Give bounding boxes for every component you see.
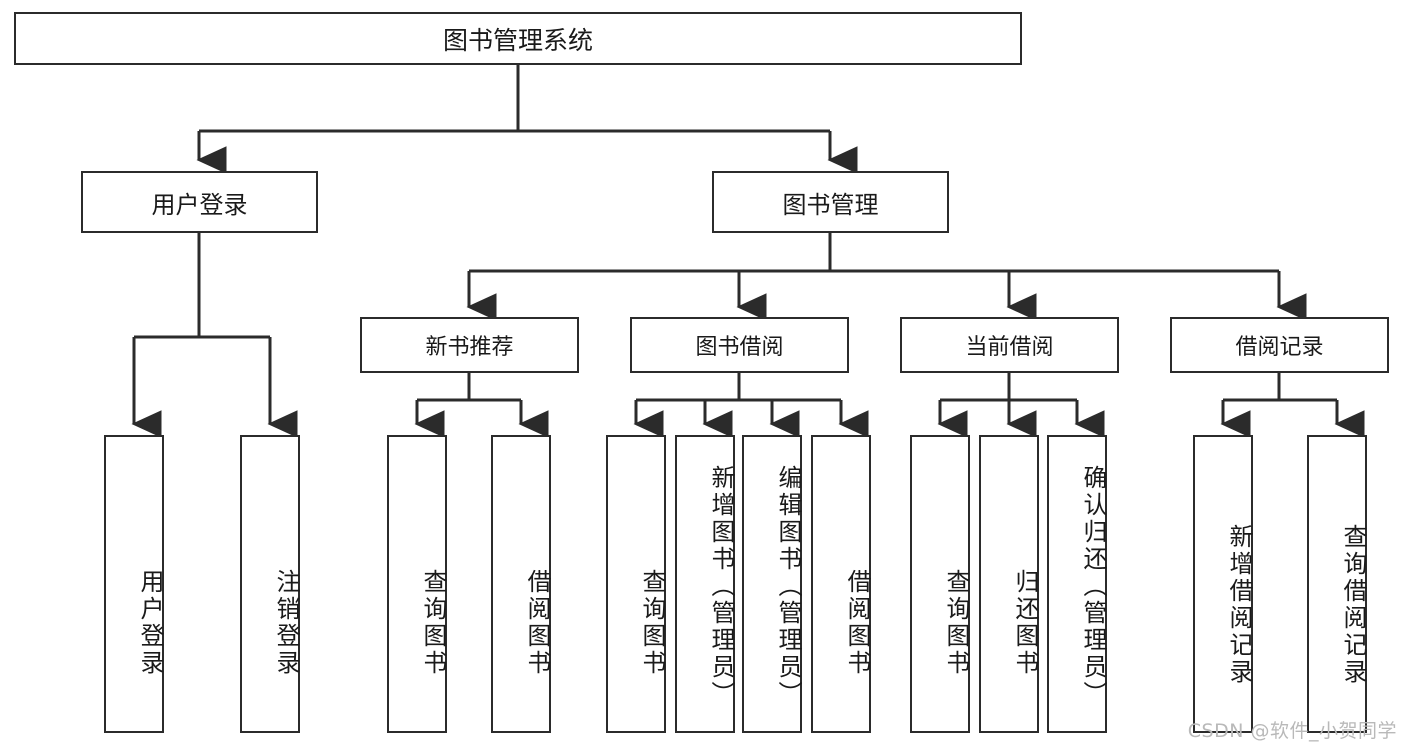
node-label: 确认归还（管理员） [1079,464,1107,708]
node-label: 查询图书 [419,569,447,677]
leaf-book-borrow-edit-book-admin[interactable]: 编辑图书（管理员） [742,435,802,733]
leaf-current-borrow-confirm-return-admin[interactable]: 确认归还（管理员） [1047,435,1107,733]
leaf-book-borrow-add-book-admin[interactable]: 新增图书（管理员） [675,435,735,733]
node-book-borrow[interactable]: 图书借阅 [630,317,849,373]
node-label: 查询图书 [638,569,666,677]
leaf-borrow-record-query-record[interactable]: 查询借阅记录 [1307,435,1367,733]
node-label: 查询借阅记录 [1339,524,1367,686]
csdn-watermark: CSDN @软件_小贺同学 [1187,720,1397,742]
node-label: 新增图书（管理员） [707,464,735,708]
leaf-book-borrow-borrow-book[interactable]: 借阅图书 [811,435,871,733]
leaf-borrow-record-add-record[interactable]: 新增借阅记录 [1193,435,1253,733]
node-user-login[interactable]: 用户登录 [81,171,318,233]
node-label: 归还图书 [1011,569,1039,677]
node-label: 图书管理系统 [442,25,593,55]
node-label: 编辑图书（管理员） [774,464,802,708]
node-new-book-recommend[interactable]: 新书推荐 [360,317,579,373]
node-label: 用户登录 [136,569,164,677]
leaf-current-borrow-query-book[interactable]: 查询图书 [910,435,970,733]
leaf-new-book-query-book[interactable]: 查询图书 [387,435,447,733]
node-label: 借阅图书 [843,569,871,677]
node-label: 图书管理 [782,190,879,219]
node-label: 注销登录 [272,569,300,677]
leaf-book-borrow-query-book[interactable]: 查询图书 [606,435,666,733]
node-label: 新书推荐 [425,335,514,360]
leaf-user-login-logout[interactable]: 注销登录 [240,435,300,733]
node-label: 查询图书 [942,569,970,677]
node-book-management[interactable]: 图书管理 [712,171,949,233]
leaf-new-book-borrow-book[interactable]: 借阅图书 [491,435,551,733]
node-label: 借阅记录 [1235,335,1324,360]
node-label: 用户登录 [151,190,248,219]
node-borrow-record[interactable]: 借阅记录 [1170,317,1389,373]
node-root-book-management-system[interactable]: 图书管理系统 [14,12,1022,65]
node-label: 借阅图书 [523,569,551,677]
node-label: 当前借阅 [965,335,1054,360]
leaf-user-login-login[interactable]: 用户登录 [104,435,164,733]
node-label: 图书借阅 [695,335,784,360]
node-label: 新增借阅记录 [1225,524,1253,686]
node-current-borrow[interactable]: 当前借阅 [900,317,1119,373]
leaf-current-borrow-return-book[interactable]: 归还图书 [979,435,1039,733]
